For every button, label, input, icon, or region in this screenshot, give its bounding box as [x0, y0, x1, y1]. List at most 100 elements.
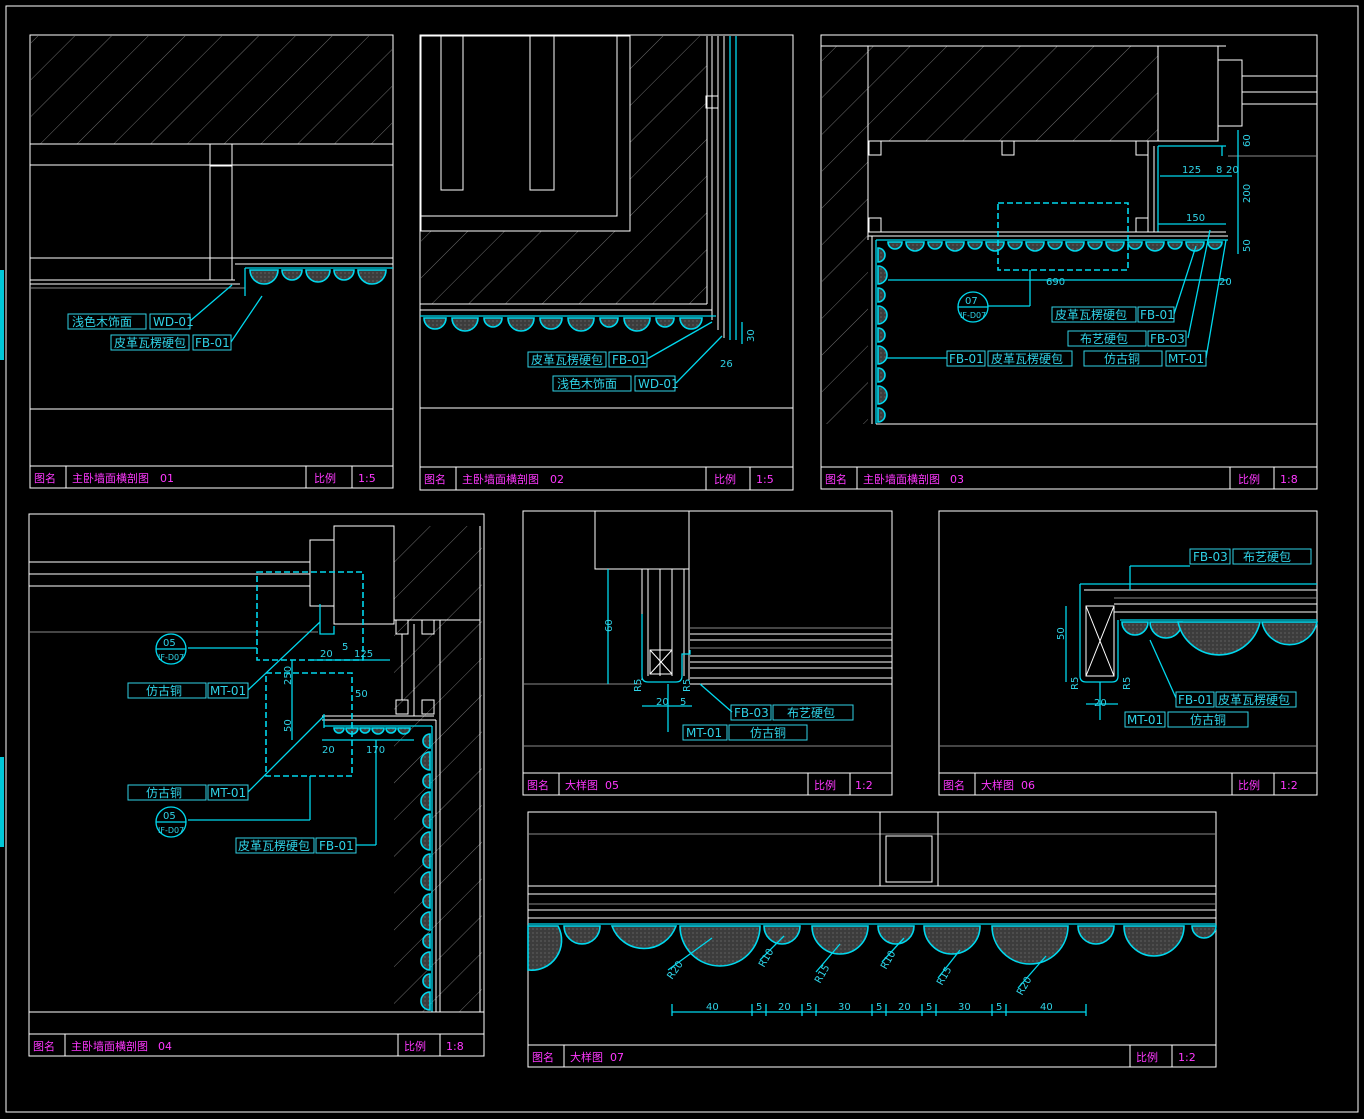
radius-6: R20: [1015, 975, 1034, 998]
title-tag: 图名: [532, 1050, 554, 1064]
dim-60: 60: [604, 619, 615, 632]
panel-title: 主卧墙面横剖图: [462, 472, 539, 486]
panel-title: 主卧墙面横剖图: [71, 1039, 148, 1053]
panel-05: 60 R5 R5 20 5 FB-03 布艺硬包 MT-01 仿古铜 图名 大样…: [522, 510, 893, 796]
label-leather-code: FB-01: [319, 839, 354, 853]
dim-r5b: R5: [682, 679, 693, 692]
title-tag: 图名: [943, 778, 965, 792]
dim-170: 170: [366, 745, 385, 756]
dim-20: 20: [656, 697, 669, 708]
scale-tag: 比例: [404, 1039, 426, 1053]
radius-4: R10: [879, 949, 898, 972]
panel-title: 大样图: [570, 1050, 603, 1064]
scale-tag: 比例: [814, 778, 836, 792]
ref-sheet: IF-D07: [960, 311, 986, 320]
dim-4: 5: [806, 1002, 812, 1013]
dim-30: 30: [746, 329, 757, 342]
label-leather2-code: FB-01: [949, 352, 984, 366]
dim-50a: 50: [355, 689, 368, 700]
label-copper-code: MT-01: [1127, 713, 1163, 727]
panel-title: 大样图: [565, 778, 598, 792]
panel-scale: 1:8: [1280, 473, 1298, 486]
radius-5: R15: [935, 965, 954, 988]
panel-scale: 1:5: [756, 473, 774, 486]
scallops-vertical: [877, 247, 888, 423]
label-copper-code: MT-01: [1168, 352, 1204, 366]
dim-r5a: R5: [1070, 677, 1081, 690]
label-copper: 仿古铜: [750, 725, 786, 740]
panel-title: 主卧墙面横剖图: [863, 472, 940, 486]
panel-scale: 1:2: [1280, 779, 1298, 792]
dim-5: 30: [838, 1002, 851, 1013]
dim-50b: 50: [283, 719, 294, 732]
dim-3: 20: [778, 1002, 791, 1013]
panel-number: 04: [158, 1040, 172, 1053]
scale-tag: 比例: [1238, 778, 1260, 792]
label-fabric: 布艺硬包: [1243, 550, 1291, 564]
dim-8: 5: [926, 1002, 932, 1013]
scallops-vertical: [420, 733, 431, 1011]
dim-26: 26: [720, 359, 733, 370]
label-leather: 皮革瓦楞硬包: [1218, 692, 1290, 707]
panel-scale: 1:2: [855, 779, 873, 792]
label-fabric: 布艺硬包: [787, 706, 835, 720]
dim-20b: 20: [1219, 277, 1232, 288]
radius-1: R20: [665, 959, 685, 981]
dim-1: 40: [706, 1002, 719, 1013]
scallop-profile: [527, 925, 1217, 972]
label-fabric: 布艺硬包: [1080, 332, 1128, 346]
dim-5: 5: [342, 642, 348, 653]
panel-number: 02: [550, 473, 564, 486]
dim-r5a: R5: [633, 679, 644, 692]
ref1-no: 05: [163, 638, 176, 649]
radius-2: R10: [757, 947, 776, 970]
label-copper1: 仿古铜: [146, 683, 182, 698]
dim-250: 250: [283, 666, 294, 685]
title-tag: 图名: [33, 1039, 55, 1053]
label-wood-code: WD-01: [153, 315, 194, 329]
dim-50: 50: [1056, 627, 1067, 640]
scallops-horizontal: [887, 241, 1223, 252]
panel-number: 01: [160, 472, 174, 485]
dim-5: 5: [680, 697, 686, 708]
title-tag: 图名: [527, 778, 549, 792]
sheet-border: [5, 5, 1359, 1113]
dim-20a: 20: [1226, 165, 1239, 176]
panel-06: 50 R5 R5 20 FB-03 布艺硬包 FB-01 皮革瓦楞硬包 MT-0…: [938, 510, 1318, 796]
dim-r5b: R5: [1122, 677, 1133, 690]
dim-8: 8: [1216, 165, 1222, 176]
label-copper-code: MT-01: [686, 726, 722, 740]
dim-9: 30: [958, 1002, 971, 1013]
panel-number: 06: [1021, 779, 1035, 792]
panel-01: 浅色木饰面 WD-01 皮革瓦楞硬包 FB-01 图名 主卧墙面横剖图 01 比…: [29, 34, 394, 489]
edge-marker-top: [0, 270, 4, 360]
dim-125: 125: [1182, 165, 1201, 176]
dim-60: 60: [1242, 134, 1253, 147]
label-copper: 仿古铜: [1190, 712, 1226, 727]
panel-02: 30 26 皮革瓦楞硬包 FB-01 浅色木饰面 WD-01 图名 主卧墙面横剖…: [419, 34, 794, 491]
label-copper2-code: MT-01: [210, 786, 246, 800]
label-wood: 浅色木饰面: [72, 315, 132, 329]
panel-number: 07: [610, 1051, 624, 1064]
panel-title: 大样图: [981, 778, 1014, 792]
panel-03: 07 IF-D07 690 20 125 8 20 150 60 200 50 …: [820, 34, 1318, 490]
ref2-no: 05: [163, 811, 176, 822]
scallops-horizontal: [333, 727, 411, 735]
label-leather-code: FB-01: [1140, 308, 1175, 322]
label-fabric-code: FB-03: [1193, 550, 1228, 564]
dim-7: 20: [898, 1002, 911, 1013]
detail-box-07: [997, 202, 1129, 271]
dim-200: 200: [1242, 184, 1253, 203]
scale-tag: 比例: [714, 472, 736, 486]
ref1-sheet: IF-D07: [158, 653, 184, 662]
dim-20b: 20: [322, 745, 335, 756]
dim-50: 50: [1242, 239, 1253, 252]
title-tag: 图名: [34, 471, 56, 485]
label-copper2: 仿古铜: [146, 785, 182, 800]
label-wood: 浅色木饰面: [557, 377, 617, 391]
label-fabric-code: FB-03: [1150, 332, 1185, 346]
panel-title: 主卧墙面横剖图: [72, 471, 149, 485]
label-fabric-code: FB-03: [734, 706, 769, 720]
dim-2: 5: [756, 1002, 762, 1013]
dim-6: 5: [876, 1002, 882, 1013]
